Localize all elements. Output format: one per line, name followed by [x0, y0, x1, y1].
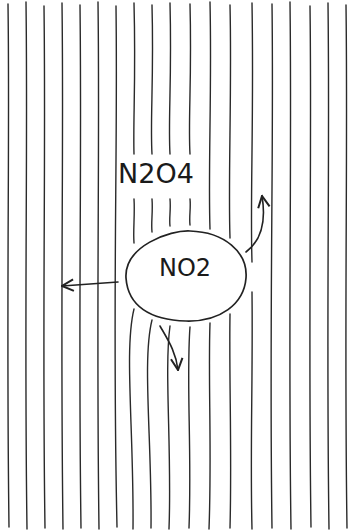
- flow-arrow: [246, 196, 263, 252]
- hatch-line: [229, 314, 231, 528]
- hatch-line: [151, 199, 153, 232]
- hatch-line: [251, 3, 252, 262]
- hatch-line: [229, 5, 230, 238]
- hatch-line: [346, 5, 347, 528]
- hatch-line: [189, 327, 190, 528]
- flow-arrow: [62, 282, 118, 286]
- node-label: N2O4: [118, 160, 194, 187]
- hatch-line: [169, 199, 171, 226]
- hatch-line: [209, 323, 210, 529]
- hatch-lines: [8, 2, 347, 529]
- hatch-line: [130, 309, 134, 529]
- hatch-line: [98, 2, 99, 529]
- hatch-line: [169, 3, 170, 154]
- hatch-line: [168, 326, 170, 529]
- hatch-line: [148, 320, 152, 528]
- hatch-line: [62, 3, 63, 529]
- hatch-line: [133, 3, 135, 154]
- hatch-line: [8, 4, 9, 527]
- hatch-line: [80, 5, 81, 528]
- hatch-line: [310, 6, 311, 527]
- hatch-line: [209, 2, 210, 229]
- flow-arrows: [62, 196, 263, 370]
- hatch-line: [271, 4, 272, 528]
- hatch-line: [328, 3, 329, 529]
- bubble-ellipse: NO2: [120, 228, 250, 324]
- hatch-line: [26, 2, 27, 529]
- hatch-line: [133, 199, 135, 243]
- hatch-line: [251, 292, 253, 529]
- hatch-line: [151, 5, 152, 154]
- hatch-line: [189, 199, 191, 225]
- hatch-line: [44, 6, 45, 528]
- hatch-line: [290, 2, 291, 529]
- ellipse-path: [126, 231, 246, 321]
- hatch-line: [115, 6, 117, 527]
- hatch-line: [189, 4, 190, 154]
- flow-arrow: [160, 326, 178, 370]
- node-label: NO2: [159, 256, 211, 280]
